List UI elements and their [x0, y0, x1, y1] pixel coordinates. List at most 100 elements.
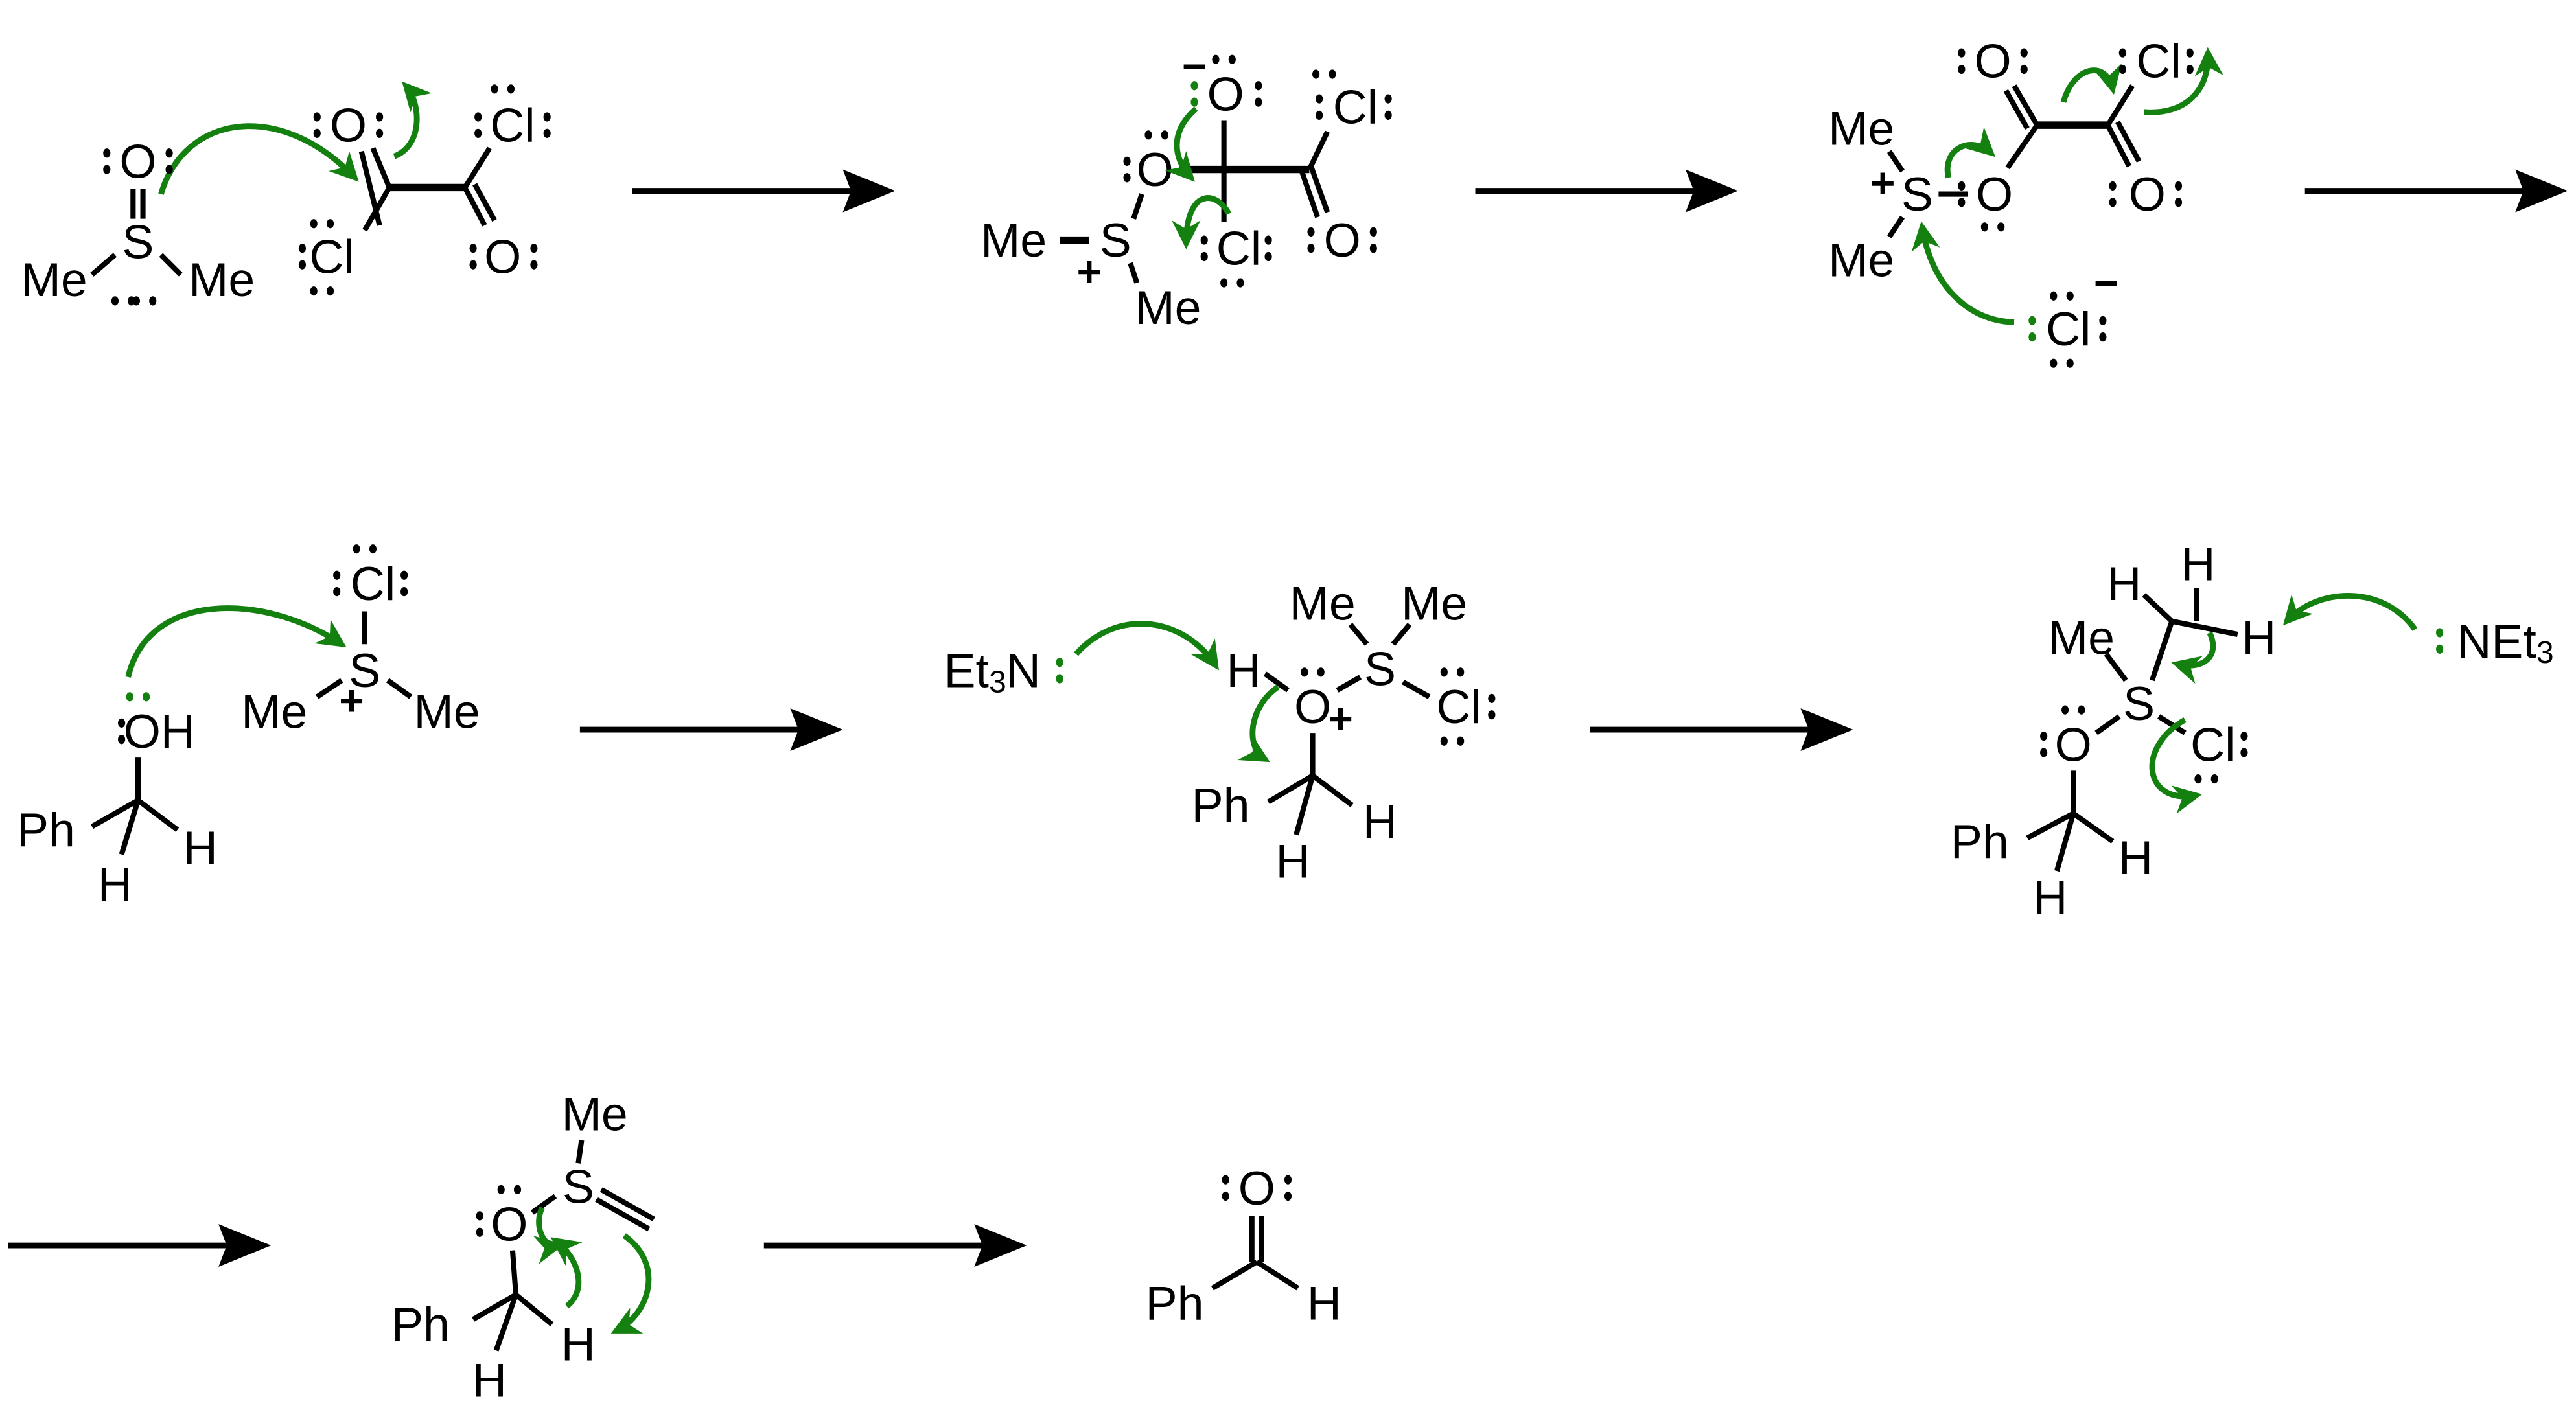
lone-pair-dot: [118, 735, 126, 745]
alkoxysulfonium-chloride: H H H Me S Cl O Ph H H NEt3: [1951, 537, 2554, 924]
lone-pair-dot: [530, 260, 538, 270]
atom-o: O: [1324, 213, 1361, 267]
lone-pair-dot: [1316, 110, 1323, 121]
atom-ph: Ph: [391, 1297, 450, 1351]
atom-me: Me: [1290, 576, 1356, 630]
lone-pair-dot: [1997, 222, 2005, 232]
lone-pair-dot: [2118, 48, 2126, 58]
lone-pair-dot: [1958, 48, 1966, 58]
lone-pair-dot: [2028, 332, 2036, 342]
lone-pair-dot: [497, 1185, 505, 1194]
lone-pair-dot: [1312, 69, 1320, 79]
lone-pair-dot: [1384, 110, 1392, 121]
lone-pair-dot: [132, 296, 140, 306]
lone-pair-dot: [2240, 732, 2248, 741]
lone-pair-dot: [1200, 251, 1208, 262]
lone-pair-dot: [1369, 244, 1377, 253]
lone-pair-dot: [2078, 705, 2085, 715]
charge-plus: +: [1077, 248, 1102, 295]
atom-h: H: [561, 1317, 596, 1371]
lone-pair-dot: [1255, 97, 1262, 107]
lone-pair-dot: [491, 84, 498, 94]
charge-plus: +: [339, 676, 364, 724]
lone-pair-dot: [165, 165, 173, 174]
lone-pair-dot: [1284, 1191, 1292, 1201]
reaction-arrow: [8, 1224, 272, 1267]
lone-pair-dot: [1307, 244, 1315, 253]
dmso-molecule: O S Me Me: [21, 134, 255, 306]
lone-pair-dot: [313, 112, 321, 122]
atom-h: H: [2242, 611, 2276, 665]
benzaldehyde: O Ph H: [1146, 1161, 1341, 1330]
lone-pair-dot: [376, 128, 384, 138]
lone-pair-dot: [103, 148, 111, 158]
lone-pair-dot: [333, 586, 341, 597]
atom-me: Me: [1135, 281, 1201, 334]
atom-o: O: [1294, 680, 1331, 734]
curved-arrow: [2143, 47, 2223, 115]
reaction-arrow: [1475, 169, 1739, 213]
benzyl-alcohol: OH Ph H H: [17, 704, 218, 911]
lone-pair-dot: [1228, 54, 1236, 64]
lone-pair-dot: [476, 1227, 483, 1237]
lone-pair-dot: [2109, 198, 2117, 207]
lone-pair-dot: [2109, 181, 2117, 191]
lone-pair-dot: [376, 112, 384, 122]
atom-s: S: [122, 215, 154, 269]
lone-pair-dot: [1317, 667, 1325, 677]
oxalyl-chloride-molecule: O Cl Cl O: [309, 98, 535, 284]
atom-cl: Cl: [490, 98, 535, 152]
lone-pair-dot: [2210, 774, 2218, 784]
lone-pair-dot: [2240, 748, 2248, 757]
curved-arrow: [158, 123, 359, 195]
atom-ph: Ph: [1146, 1276, 1204, 1330]
atom-h: H: [2033, 870, 2067, 924]
lone-pair-dot: [2020, 64, 2028, 75]
lone-pair-dot: [111, 296, 119, 306]
lone-pair-dot: [1958, 181, 1966, 191]
lone-pair-dot: [1190, 81, 1198, 91]
lone-pair-dot: [298, 260, 307, 270]
atom-h: H: [2118, 831, 2153, 884]
chlorodimethylsulfonium: Cl S Me Me +: [241, 557, 480, 739]
lone-pair-dot: [2028, 316, 2036, 325]
atom-h: H: [1363, 794, 1397, 848]
curved-arrow: [533, 1206, 564, 1264]
atom-oh: OH: [124, 704, 195, 758]
curved-arrow: [1911, 221, 2015, 325]
lone-pair-dot: [1212, 54, 1220, 64]
lone-pair-dot: [126, 692, 133, 702]
atom-cl: Cl: [2190, 717, 2235, 771]
lone-pair-dot: [1958, 64, 1966, 75]
atom-cl: Cl: [351, 557, 395, 610]
lone-pair-dot: [165, 148, 173, 158]
lone-pair-dot: [149, 296, 157, 306]
lone-pair-dot: [2174, 181, 2183, 191]
reaction-arrow: [763, 1224, 1027, 1267]
lone-pair-dot: [2099, 332, 2107, 342]
lone-pair-dot: [474, 128, 482, 138]
lone-pair-dot: [2186, 48, 2194, 58]
lone-pair-dot: [1123, 173, 1131, 183]
lone-pair-dot: [2066, 291, 2074, 301]
lone-pair-dot: [2194, 774, 2202, 784]
lone-pair-dot: [2050, 358, 2058, 368]
atom-o: O: [1137, 143, 1174, 196]
atom-me: Me: [2048, 611, 2115, 665]
lone-pair-dot: [1457, 736, 1465, 746]
atom-s: S: [1901, 167, 1933, 221]
atom-me: Me: [1828, 233, 1894, 286]
atom-cl: Cl: [1216, 222, 1261, 275]
atom-h: H: [98, 857, 132, 911]
tetrahedral-intermediate: − O O Cl O Cl S Me + Me: [981, 42, 1378, 334]
lone-pair-dot: [1222, 1175, 1229, 1185]
triethylamine: NEt3: [2457, 614, 2553, 670]
atom-me: Me: [413, 685, 480, 739]
atom-o: O: [1976, 167, 2013, 221]
lone-pair-dot: [2061, 705, 2069, 715]
atom-s: S: [1364, 642, 1396, 696]
lone-pair-dot: [118, 718, 126, 728]
sulfur-ylide: Me S O Ph H H: [391, 1087, 655, 1407]
lone-pair-dot: [1488, 710, 1496, 720]
lone-pair-dot: [2174, 198, 2183, 207]
